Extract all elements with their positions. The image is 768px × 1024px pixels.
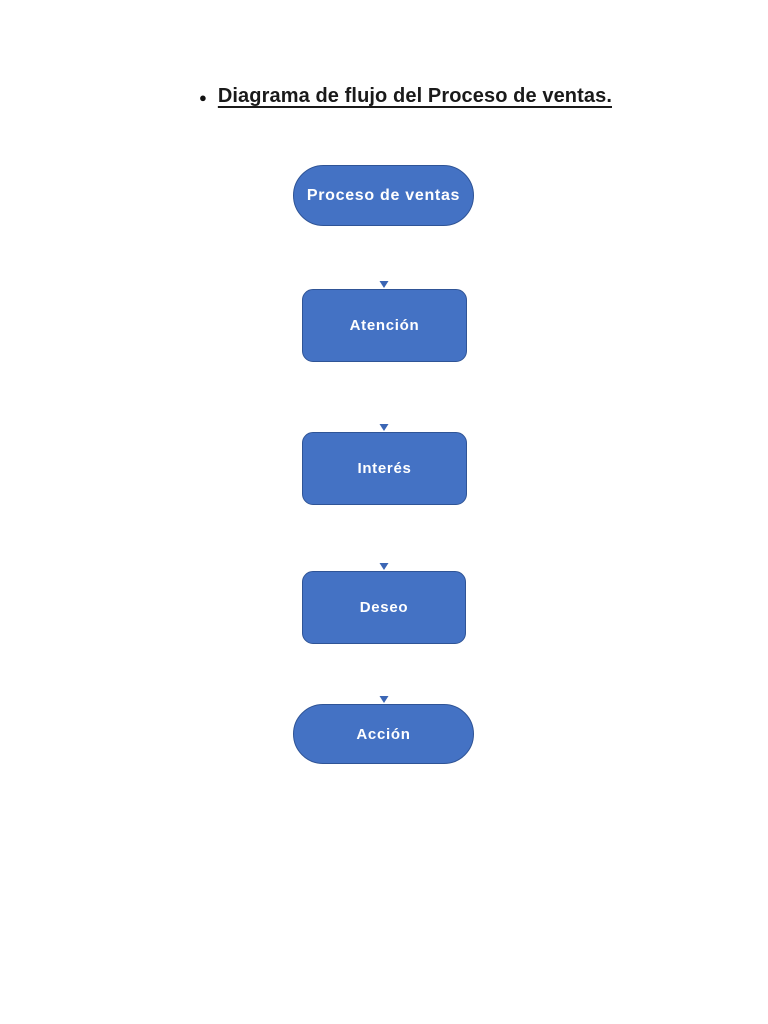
connector-arrow-3 [379, 506, 389, 570]
flow-node-proceso-de-ventas: Proceso de ventas [293, 165, 474, 226]
title-row: ● Diagrama de flujo del Proceso de venta… [199, 85, 612, 108]
flow-node-label: Interés [357, 460, 412, 477]
flow-node-label: Deseo [359, 599, 409, 616]
flow-node-atencion: Atención [302, 289, 467, 362]
connector-arrow-4 [379, 645, 389, 703]
connector-arrow-1 [379, 227, 389, 288]
flow-node-accion: Acción [293, 704, 474, 764]
flow-node-interes: Interés [302, 432, 467, 505]
connector-arrow-2 [379, 363, 389, 431]
flow-node-label: Atención [349, 317, 420, 334]
flow-node-deseo: Deseo [302, 571, 466, 644]
page-title: Diagrama de flujo del Proceso de ventas. [217, 85, 612, 107]
flow-node-label: Acción [356, 725, 411, 743]
bullet-icon: ● [199, 90, 207, 105]
flow-node-label: Proceso de ventas [306, 186, 461, 204]
